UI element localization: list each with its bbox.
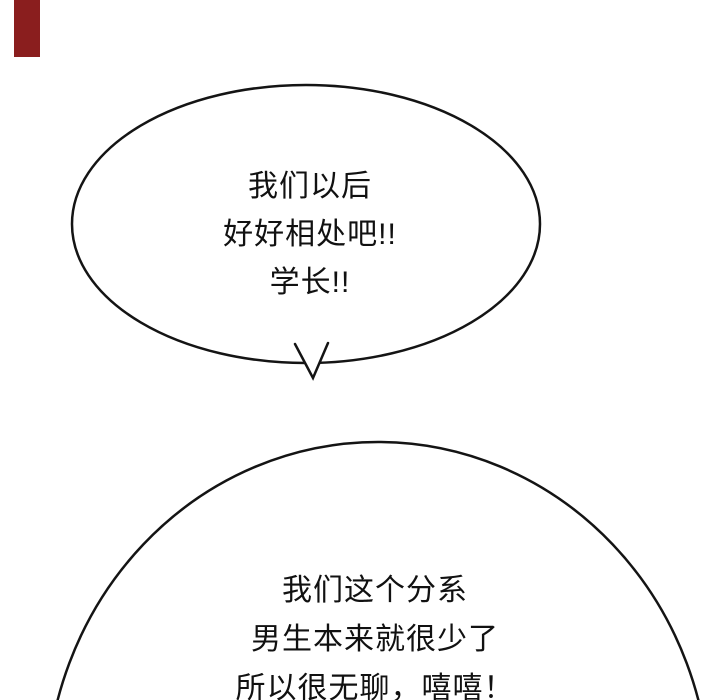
dialogue-line: 我们这个分系 <box>282 574 468 607</box>
dialogue-line: 好好相处吧!! <box>223 218 397 251</box>
corner-mark <box>14 0 40 57</box>
speech-bubble-2-text: 我们这个分系 男生本来就很少了 所以很无聊，嘻嘻！ <box>120 566 630 700</box>
dialogue-line: 男生本来就很少了 <box>251 623 499 656</box>
speech-bubble-1-tail <box>293 341 330 381</box>
dialogue-line: 我们以后 <box>248 170 372 203</box>
speech-bubble-1-text: 我们以后 好好相处吧!! 学长!! <box>110 163 510 307</box>
dialogue-line: 所以很无聊，嘻嘻！ <box>235 672 515 700</box>
dialogue-line: 学长!! <box>269 266 351 299</box>
speech-bubble-2-outline <box>56 440 700 700</box>
